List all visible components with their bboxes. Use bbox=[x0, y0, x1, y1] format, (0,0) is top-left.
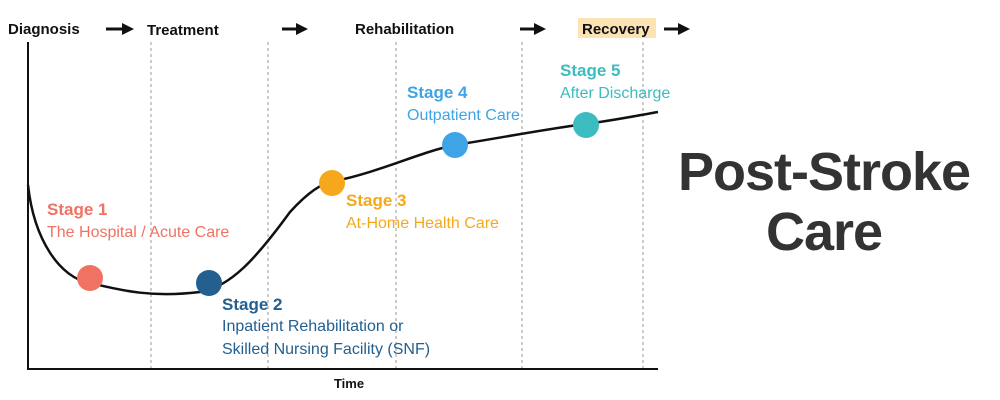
stage-2-description-line1: Inpatient Rehabilitation or bbox=[222, 318, 404, 335]
x-axis-label: Time bbox=[334, 376, 364, 391]
stage-1-marker bbox=[77, 265, 103, 291]
title-line-2: Care bbox=[765, 202, 883, 262]
phase-label-treatment: Treatment bbox=[147, 22, 219, 39]
title-line-1: Post-Stroke bbox=[677, 142, 971, 202]
stage-5-description: After Discharge bbox=[560, 85, 670, 102]
page-title: Post-Stroke Care bbox=[648, 142, 1000, 262]
stage-1-description: The Hospital / Acute Care bbox=[47, 224, 229, 241]
phase-arrows bbox=[106, 23, 690, 35]
stage-5-marker bbox=[573, 112, 599, 138]
stage-4-title: Stage 4 bbox=[407, 83, 468, 102]
stage-3-description: At-Home Health Care bbox=[346, 215, 499, 232]
stage-3-title: Stage 3 bbox=[346, 191, 406, 210]
stage-5-title: Stage 5 bbox=[560, 61, 620, 80]
stage-2-description-line2: Skilled Nursing Facility (SNF) bbox=[222, 341, 430, 358]
arrow-right-icon bbox=[664, 23, 690, 35]
arrow-right-icon bbox=[106, 23, 134, 35]
stage-3-marker bbox=[319, 170, 345, 196]
arrow-right-icon bbox=[282, 23, 308, 35]
stage-4-description: Outpatient Care bbox=[407, 107, 520, 124]
phase-label-rehabilitation: Rehabilitation bbox=[355, 21, 454, 38]
stage-4-marker bbox=[442, 132, 468, 158]
recovery-curve bbox=[26, 110, 659, 296]
stage-2-marker bbox=[196, 270, 222, 296]
recovery-highlight bbox=[578, 18, 656, 38]
stage-2-title: Stage 2 bbox=[222, 295, 282, 314]
phase-dividers bbox=[150, 42, 644, 368]
arrow-right-icon bbox=[520, 23, 546, 35]
stage-1-title: Stage 1 bbox=[47, 200, 107, 219]
phase-label-diagnosis: Diagnosis bbox=[8, 21, 80, 38]
phase-label-recovery: Recovery bbox=[582, 21, 650, 38]
